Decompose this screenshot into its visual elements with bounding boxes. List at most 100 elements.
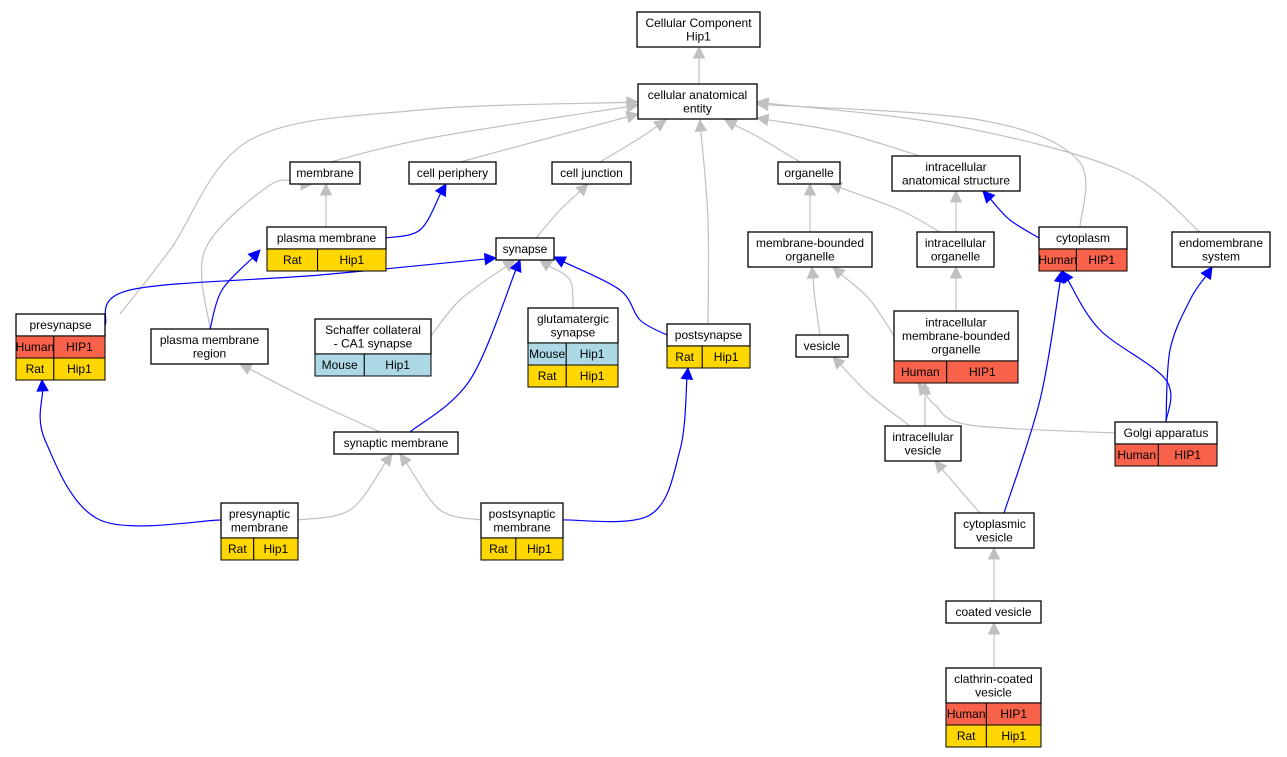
gene-cell [363, 353, 432, 377]
arrowhead-icon [552, 256, 568, 268]
cell-junction-node[interactable]: cell junction [551, 161, 632, 185]
edge-cytovesicle-to-intravesicle [934, 460, 981, 514]
node-label-box [893, 310, 1019, 362]
synapse-node[interactable]: synapse [495, 237, 555, 261]
species-label: Rat [489, 542, 508, 556]
edge-line [548, 265, 574, 309]
arrowhead-icon [692, 45, 706, 59]
arrowhead-icon [36, 378, 49, 392]
edge-line [430, 265, 507, 337]
arrowhead-icon [652, 119, 667, 132]
species-label: Rat [957, 729, 976, 743]
arrowhead-icon [949, 265, 963, 279]
edge-membrane-to-cae [329, 100, 640, 163]
node-label-box [314, 318, 432, 355]
species-label: Human [901, 365, 940, 379]
edge-plasmamembrane-to-membrane [319, 182, 333, 227]
edge-line [297, 462, 386, 521]
edge-coated-to-cytovesicle [987, 546, 1001, 601]
gene-cell [53, 357, 106, 381]
node-label: anatomical structure [902, 173, 1010, 187]
edge-line [385, 193, 442, 239]
gene-label: HIP1 [1174, 448, 1201, 462]
gene-label: Hip1 [339, 253, 364, 267]
edge-line [599, 125, 658, 163]
node-label: clathrin-coated [954, 672, 1033, 686]
node-label: intracellular [925, 160, 986, 174]
gene-cell [317, 248, 387, 272]
edge-endomembrane-to-cae [755, 97, 1201, 233]
arrowhead-icon [575, 183, 589, 197]
arrowhead-icon [694, 118, 708, 132]
gene-label: HIP1 [1000, 707, 1027, 721]
arrowhead-icon [1200, 266, 1213, 281]
node-label-box [945, 667, 1042, 704]
vesicle-node[interactable]: vesicle [795, 334, 849, 358]
cell-periphery-node[interactable]: cell periphery [408, 161, 497, 185]
node-label-box [551, 161, 632, 185]
edge-synapse-to-celljunction [535, 183, 589, 239]
arrowhead-icon [806, 265, 820, 280]
edge-postsynapse-to-cae [694, 118, 710, 325]
edge-schaffer-to-synapse [430, 259, 516, 337]
edge-line [409, 269, 517, 433]
gene-cell [985, 724, 1042, 748]
organelle-node[interactable]: organelle [777, 161, 841, 185]
node-label: membrane-bounded [756, 236, 864, 250]
node-label: membrane [231, 520, 289, 534]
intracellular-membrane-bounded-organelle-node[interactable]: intracellularmembrane-boundedorganelleHu… [893, 310, 1019, 384]
species-label: Mouse [322, 358, 358, 372]
edge-imbo-to-intraorg [949, 265, 963, 311]
node-label: Schaffer collateral [325, 323, 421, 337]
node-label: synapse [551, 325, 596, 339]
edge-line [840, 273, 895, 337]
edge-organelle-to-cae [724, 119, 801, 163]
node-label: entity [683, 101, 712, 115]
synaptic-membrane-node[interactable]: synaptic membrane [333, 431, 459, 455]
arrowhead-icon [755, 113, 770, 127]
node-label: region [193, 346, 226, 360]
membrane-node[interactable]: membrane [289, 161, 361, 185]
node-label: presynapse [29, 318, 91, 332]
gene-cell [565, 364, 619, 388]
coated-vesicle-node[interactable]: coated vesicle [945, 600, 1042, 624]
species-label: Rat [228, 542, 247, 556]
edge-golgi-to-endomembrane [1165, 266, 1213, 423]
species-label: Rat [675, 350, 694, 364]
arrowhead-icon [483, 252, 498, 266]
species-label: Human [1117, 448, 1156, 462]
edge-clathrin-to-coated [987, 621, 1001, 668]
arrowhead-icon [247, 249, 261, 263]
edge-line [734, 124, 801, 163]
edge-intraorg-to-ias [949, 189, 963, 232]
edge-intravesicle-to-vesicle [832, 356, 911, 427]
arrowhead-icon [949, 189, 963, 203]
node-label: vesicle [975, 685, 1012, 699]
node-label: vesicle [905, 443, 942, 457]
node-label-box [777, 161, 841, 185]
